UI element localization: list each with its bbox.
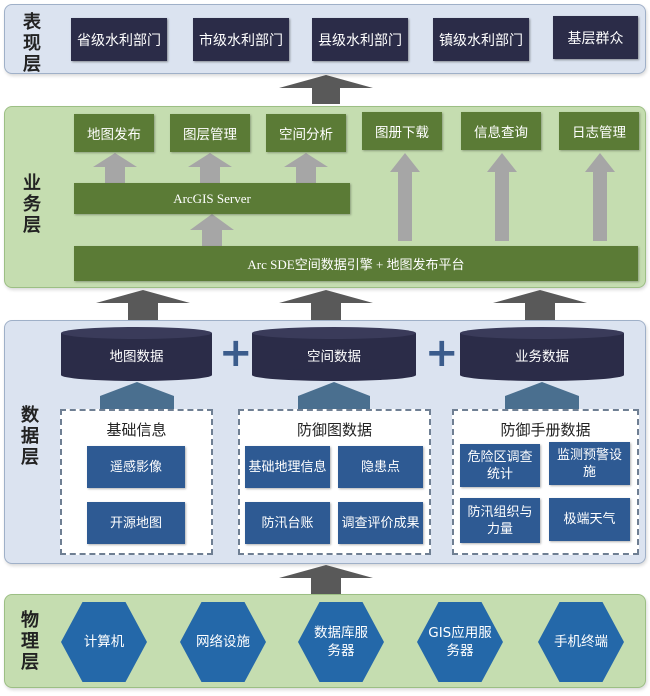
arrow-up-icon: [298, 382, 370, 410]
database-cylinder: 业务数据: [460, 327, 624, 381]
group-title: 基础信息: [106, 421, 167, 439]
data-item: 危险区调查统计: [460, 444, 540, 487]
data-group-defense-manual: 防御手册数据 危险区调查统计 监测预警设施 防汛组织与力量 极端天气: [452, 409, 639, 555]
data-group-defense-map: 防御图数据 基础地理信息 隐患点 防汛台账 调查评价成果: [238, 409, 431, 555]
arrow-up-icon: [487, 153, 517, 241]
arrow-up-icon: [390, 153, 420, 241]
arcgis-server-bar: ArcGIS Server: [74, 183, 350, 214]
arrow-up-icon: [585, 153, 615, 241]
database-label: 地图数据: [109, 349, 164, 365]
data-group-basic: 基础信息 遥感影像 开源地图: [60, 409, 213, 555]
database-cylinder: 地图数据: [61, 327, 212, 381]
database-cylinder: 空间数据: [252, 327, 416, 381]
sde-platform-bar: Arc SDE空间数据引擎 + 地图发布平台: [74, 246, 638, 281]
database-label: 空间数据: [307, 349, 361, 365]
presentation-item: 省级水利部门: [71, 18, 167, 61]
service-box: 信息查询: [461, 112, 541, 150]
service-box: 地图发布: [74, 114, 154, 152]
data-item: 监测预警设施: [549, 442, 630, 485]
layer-title: 表现层: [23, 12, 41, 75]
arrow-up-icon: [188, 153, 232, 183]
service-box: 图层管理: [170, 114, 250, 152]
plus-icon: +: [219, 330, 253, 376]
arrow-up-icon: [279, 290, 373, 320]
plus-icon: +: [425, 330, 459, 376]
arrow-up-icon: [279, 75, 373, 104]
presentation-item: 镇级水利部门: [433, 18, 529, 61]
service-box: 空间分析: [266, 114, 346, 152]
data-item: 隐患点: [338, 446, 423, 488]
service-box: 图册下载: [362, 112, 442, 150]
group-title: 防御图数据: [296, 421, 372, 439]
arrow-up-icon: [505, 382, 579, 410]
presentation-item: 县级水利部门: [312, 18, 408, 61]
presentation-item: 市级水利部门: [193, 18, 289, 61]
arrow-up-icon: [93, 153, 137, 183]
arrow-up-icon: [493, 290, 587, 320]
data-item: 防汛台账: [245, 502, 330, 544]
data-item: 遥感影像: [87, 446, 185, 488]
arrow-up-icon: [284, 153, 328, 183]
arrow-up-icon: [100, 382, 174, 410]
service-box: 日志管理: [559, 112, 639, 150]
arrow-up-icon: [279, 565, 373, 594]
arrow-up-icon: [190, 214, 234, 246]
data-item: 防汛组织与力量: [460, 498, 540, 543]
database-label: 业务数据: [515, 349, 569, 365]
data-item: 极端天气: [549, 498, 630, 541]
data-item: 基础地理信息: [245, 446, 330, 488]
group-title: 防御手册数据: [500, 421, 591, 439]
data-item: 开源地图: [87, 502, 185, 544]
arrow-up-icon: [96, 290, 190, 320]
presentation-item: 基层群众: [553, 16, 638, 59]
data-item: 调查评价成果: [338, 502, 423, 544]
